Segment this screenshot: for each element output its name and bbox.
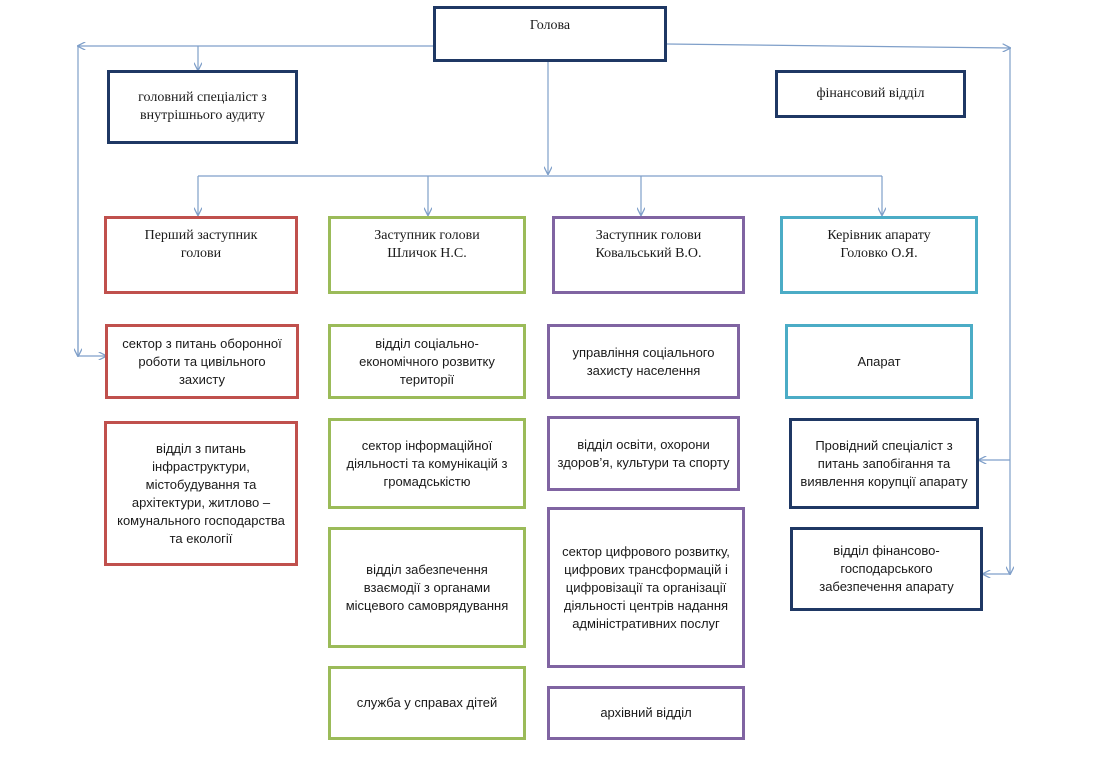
digital-sector-label: сектор цифрового розвитку, цифрових тран… bbox=[562, 543, 730, 631]
audit-specialist-box: головний спеціаліст з внутрішнього аудит… bbox=[107, 70, 298, 144]
social-protection-label: управління соціального захисту населення bbox=[572, 344, 715, 378]
infrastructure-department-label: відділ з питань інфраструктури, містобуд… bbox=[117, 440, 285, 546]
children-service-label: служба у справах дітей bbox=[356, 695, 498, 710]
deputy-shlychok-label: Заступник голови Шличок Н.С. bbox=[374, 228, 480, 261]
financial-economic-department-label: відділ фінансово-господарського забезпеч… bbox=[819, 543, 954, 594]
first-deputy-label: Перший заступник голови bbox=[144, 228, 258, 261]
audit-specialist-label: головний спеціаліст з внутрішнього аудит… bbox=[138, 90, 267, 123]
anticorruption-specialist-box: Провідний спеціаліст з питань запобіганн… bbox=[789, 418, 979, 509]
social-protection-box: управління соціального захисту населення bbox=[547, 324, 740, 399]
financial-economic-department-box: відділ фінансово-господарського забезпеч… bbox=[790, 527, 983, 611]
archive-department-label: архівний відділ bbox=[600, 705, 692, 720]
head-label: Голова bbox=[529, 18, 571, 33]
digital-sector-box: сектор цифрового розвитку, цифрових тран… bbox=[547, 507, 745, 668]
education-department-label: відділ освіти, охорони здоров’я, культур… bbox=[557, 436, 730, 470]
first-deputy-box: Перший заступник голови bbox=[104, 216, 298, 294]
information-sector-box: сектор інформаційної діяльності та комун… bbox=[328, 418, 526, 509]
local-government-department-label: відділ забезпечення взаємодії з органами… bbox=[345, 561, 509, 613]
infrastructure-department-box: відділ з питань інфраструктури, містобуд… bbox=[104, 421, 298, 566]
local-government-department-box: відділ забезпечення взаємодії з органами… bbox=[328, 527, 526, 648]
socioeconomic-department-label: відділ соціально-економічного розвитку т… bbox=[359, 335, 495, 387]
anticorruption-specialist-label: Провідний спеціаліст з питань запобіганн… bbox=[800, 437, 968, 489]
information-sector-label: сектор інформаційної діяльності та комун… bbox=[346, 437, 508, 489]
finance-department-box: фінансовий відділ bbox=[775, 70, 966, 118]
edge-head-right-horizontal bbox=[666, 43, 1010, 48]
chief-of-staff-label: Керівник апарату Головко О.Я. bbox=[827, 228, 931, 261]
education-department-box: відділ освіти, охорони здоров’я, культур… bbox=[547, 416, 740, 491]
deputy-kovalskyi-label: Заступник голови Ковальський В.О. bbox=[595, 228, 702, 261]
deputy-kovalskyi-box: Заступник голови Ковальський В.О. bbox=[552, 216, 745, 294]
archive-department-box: архівний відділ bbox=[547, 686, 745, 740]
defense-sector-box: сектор з питань оборонної роботи та циві… bbox=[105, 324, 299, 399]
children-service-box: служба у справах дітей bbox=[328, 666, 526, 740]
socioeconomic-department-box: відділ соціально-економічного розвитку т… bbox=[328, 324, 526, 399]
finance-department-label: фінансовий відділ bbox=[816, 86, 925, 101]
deputy-shlychok-box: Заступник голови Шличок Н.С. bbox=[328, 216, 526, 294]
apparatus-box: Апарат bbox=[785, 324, 973, 399]
chief-of-staff-box: Керівник апарату Головко О.Я. bbox=[780, 216, 978, 294]
head-box: Голова bbox=[433, 6, 667, 62]
apparatus-label: Апарат bbox=[857, 353, 901, 369]
defense-sector-label: сектор з питань оборонної роботи та циві… bbox=[122, 335, 282, 387]
